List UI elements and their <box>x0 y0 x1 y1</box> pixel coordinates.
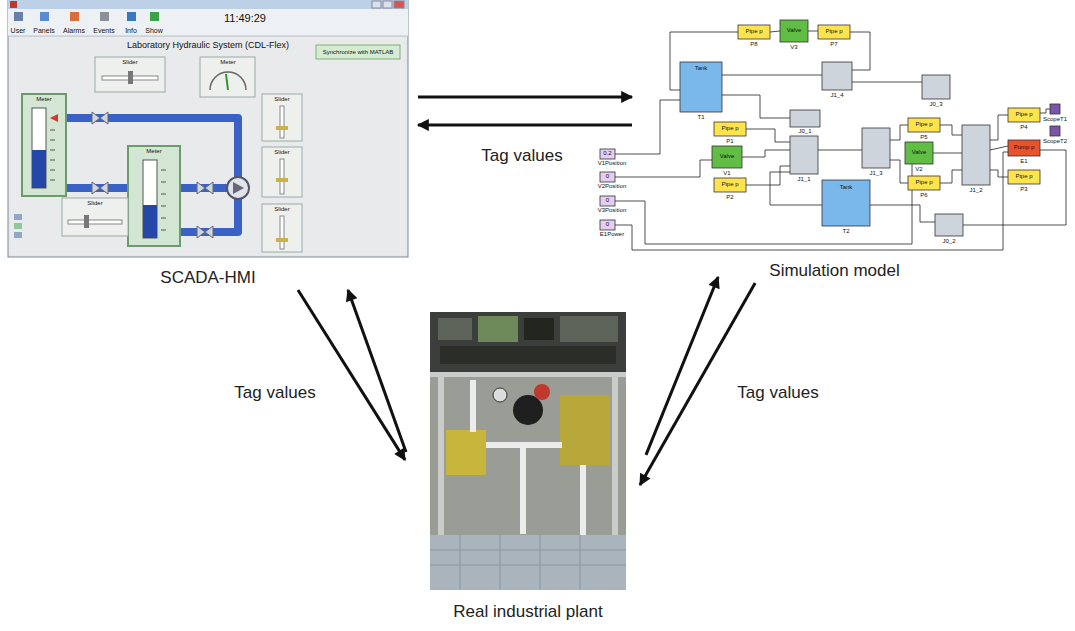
block-label: T1 <box>697 114 704 121</box>
hmi-text: Info <box>125 27 137 35</box>
block-label: V3 <box>790 44 797 51</box>
block-label: 0 <box>606 197 609 204</box>
hmi-text: Panels <box>33 27 54 35</box>
block-label: J1_1 <box>797 176 810 183</box>
block-label: P2 <box>726 194 733 201</box>
block-label: Valve <box>720 153 735 160</box>
arrow-connector <box>348 290 406 452</box>
block-label: V1Position <box>598 160 627 167</box>
node-caption: Real industrial plant <box>453 602 602 622</box>
block-label: V1 <box>723 170 730 177</box>
block-label: J0_3 <box>929 101 942 108</box>
block-label: P3 <box>1020 186 1027 193</box>
block-label: P4 <box>1020 124 1027 131</box>
plant-photo <box>430 312 626 590</box>
block-label: Tank <box>695 65 708 72</box>
hmi-text: Slider <box>122 59 137 66</box>
block-label: Pump p <box>1014 144 1035 151</box>
block-label: J1_4 <box>830 92 843 99</box>
block-label: P6 <box>920 192 927 199</box>
block-label: J1_3 <box>869 170 882 177</box>
arrow-connector <box>418 95 632 98</box>
block-label: 0.2 <box>603 150 611 157</box>
arrow-connector <box>418 123 632 126</box>
edge-label: Tag values <box>478 146 565 166</box>
hmi-text: Slider <box>87 200 102 207</box>
block-label: E1Power <box>600 231 624 238</box>
block-label: E1 <box>1020 158 1027 165</box>
edge-label: Tag values <box>734 383 821 403</box>
block-label: Pipe p <box>825 28 842 35</box>
block-label: Pipe p <box>915 121 932 128</box>
block-label: J0_2 <box>942 238 955 245</box>
block-label: Valve <box>787 27 802 34</box>
block-label: J1_2 <box>969 187 982 194</box>
block-label: Pipe p <box>1015 173 1032 180</box>
block-label: P7 <box>830 41 837 48</box>
block-label: ScopeT1 <box>1043 116 1067 123</box>
hmi-text: Events <box>93 27 114 35</box>
hmi-text: User <box>11 27 26 35</box>
hmi-text: 11:49:29 <box>224 12 266 25</box>
block-label: Pipe p <box>1015 111 1032 118</box>
hmi-text: Meter <box>146 148 161 155</box>
block-label: P1 <box>726 138 733 145</box>
plant-node: Real industrial plant <box>430 312 626 626</box>
block-label: Pipe p <box>915 179 932 186</box>
block-label: J0_1 <box>798 128 811 135</box>
hmi-text: Slider <box>274 149 289 156</box>
block-label: 0 <box>606 173 609 180</box>
node-caption: SCADA-HMI <box>160 268 255 288</box>
block-label: Valve <box>912 149 927 156</box>
block-label: V2 <box>915 166 922 173</box>
block-label: Pipe p <box>721 125 738 132</box>
edge-label: Tag values <box>231 383 318 403</box>
block-label: Pipe p <box>745 28 762 35</box>
hmi-text: Slider <box>274 96 289 103</box>
block-label: V3Position <box>598 207 627 214</box>
hmi-text: Laboratory Hydraulic System (CDL-Flex) <box>127 40 289 50</box>
block-label: 0 <box>606 221 609 228</box>
hmi-text: Show <box>145 27 163 35</box>
block-label: T2 <box>842 228 849 235</box>
block-label: ScopeT2 <box>1043 138 1067 145</box>
hmi-text: Meter <box>220 59 235 66</box>
block-label: Tank <box>840 184 853 191</box>
block-label: V2Position <box>598 183 627 190</box>
arrow-connector <box>298 290 405 460</box>
hmi-text: Slider <box>274 206 289 213</box>
hmi-text: Alarms <box>63 27 85 35</box>
block-label: P5 <box>920 134 927 141</box>
scada-screenshot <box>8 0 408 257</box>
hmi-text: Synchronize with MATLAB <box>323 49 394 56</box>
node-caption: Simulation model <box>769 261 899 281</box>
hmi-text: Meter <box>36 96 51 103</box>
block-label: P8 <box>750 41 757 48</box>
block-label: Pipe p <box>721 181 738 188</box>
simulation-block-diagram <box>600 20 1066 250</box>
